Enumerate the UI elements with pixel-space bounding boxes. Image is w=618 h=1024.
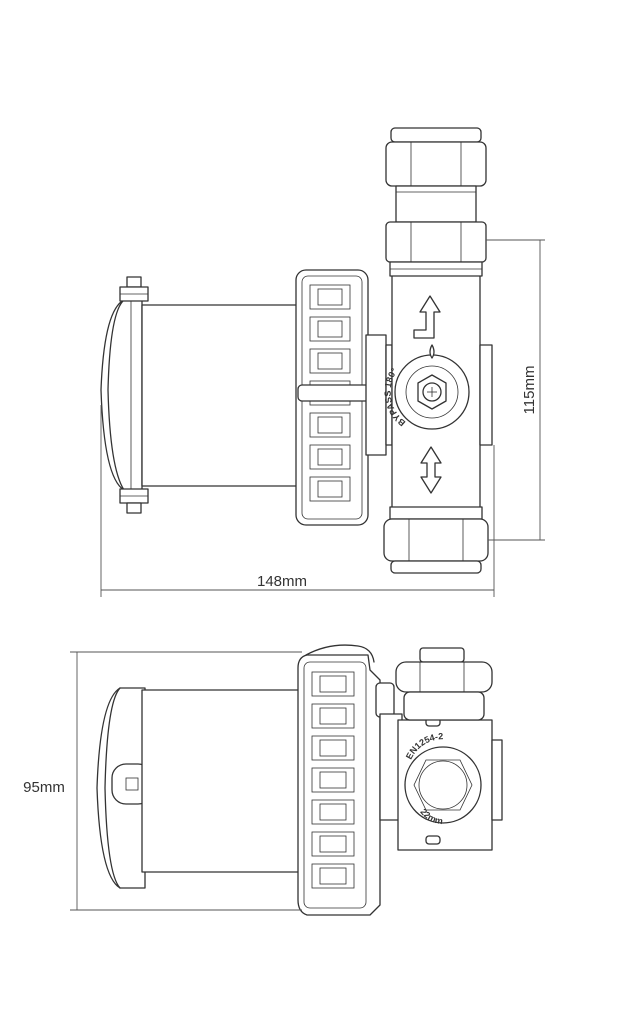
flow-arrow-return-icon xyxy=(413,295,441,339)
top-upper-fitting xyxy=(385,127,487,277)
top-lower-fitting xyxy=(383,506,489,574)
dimension-depth: 95mm xyxy=(23,651,302,911)
top-bolt-lower xyxy=(119,488,149,514)
dimension-width: 148mm xyxy=(100,405,495,597)
top-bolt-upper xyxy=(119,276,149,302)
top-end-cap xyxy=(100,299,143,491)
side-cylinder-body xyxy=(141,689,303,873)
top-cylinder-body xyxy=(141,304,301,487)
side-clip xyxy=(375,682,395,718)
side-view: EN1254-2 22mm 95mm xyxy=(23,644,503,916)
bypass-valve-knob: BYPASS 180° xyxy=(383,344,470,430)
dimension-width-label: 148mm xyxy=(257,573,307,590)
side-pipe-opening: EN1254-2 22mm xyxy=(404,731,482,826)
dimension-depth-label: 95mm xyxy=(23,779,65,796)
flow-arrow-bidirectional-icon xyxy=(420,446,442,494)
dimension-height-label: 115mm xyxy=(521,366,538,415)
side-knob-top xyxy=(395,647,493,721)
side-locking-ring xyxy=(297,644,381,916)
dimension-height: 115mm xyxy=(486,239,545,541)
top-view: BYPASS 180° 148mm 115mm xyxy=(100,127,545,597)
